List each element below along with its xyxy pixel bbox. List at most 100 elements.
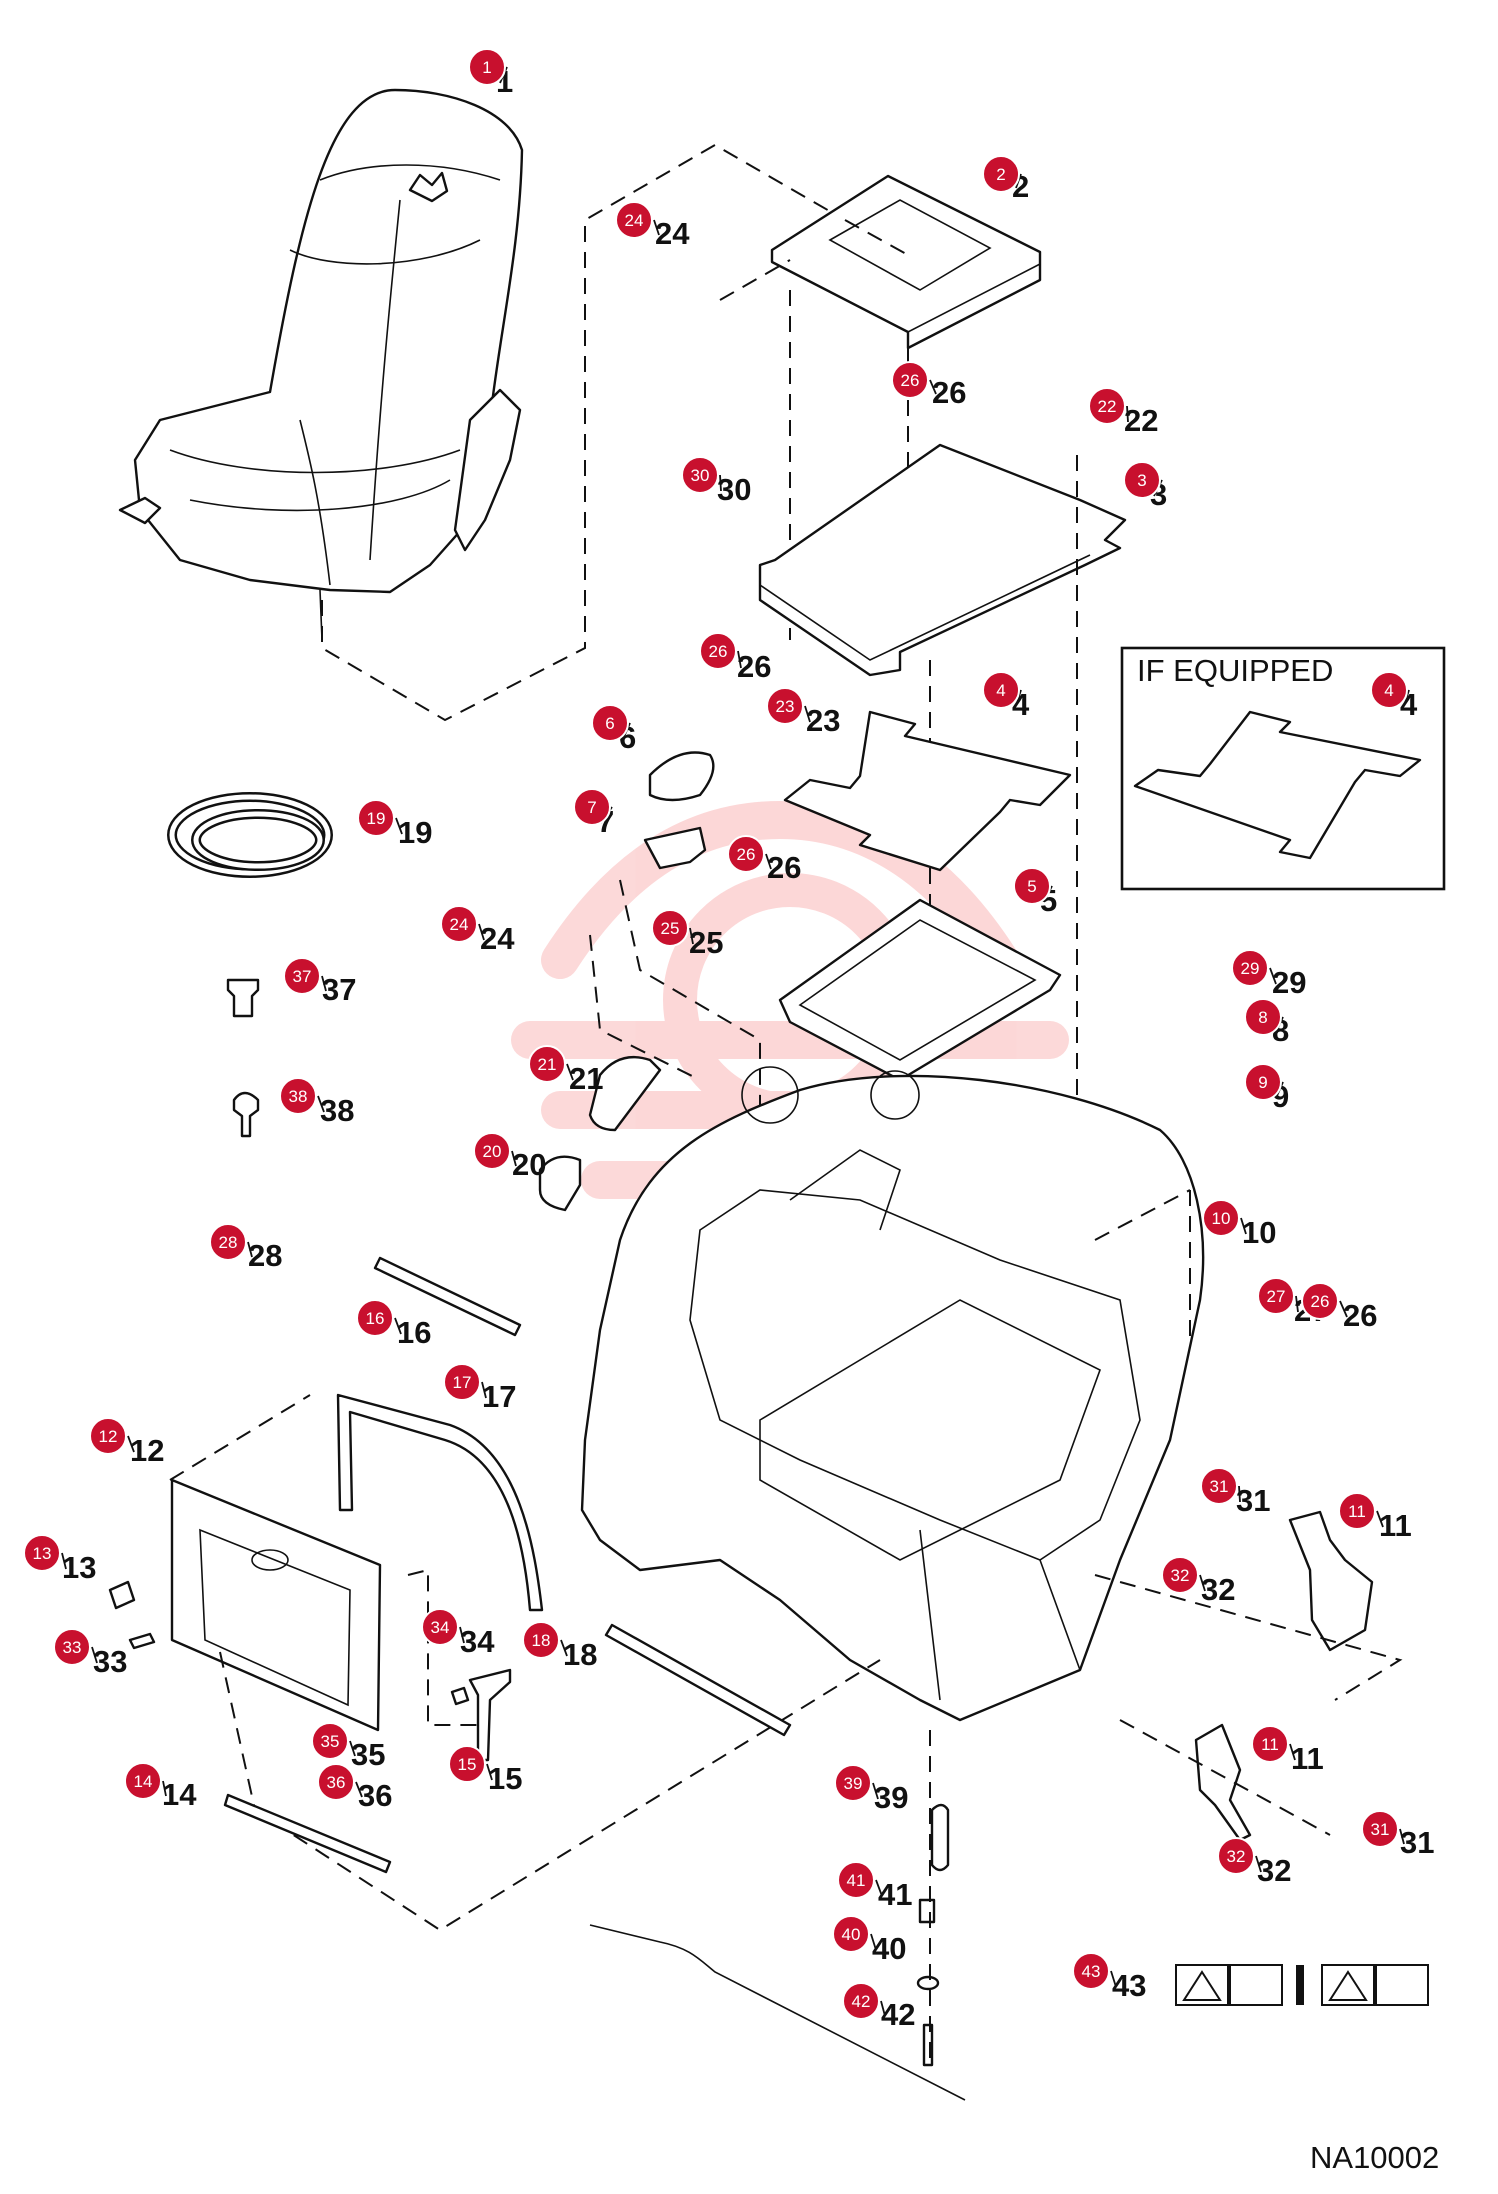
callout-leader bbox=[1339, 1300, 1348, 1318]
callout-number-label: 30 bbox=[717, 472, 751, 507]
callout-badge bbox=[982, 155, 1020, 193]
callout-leader bbox=[91, 1646, 98, 1664]
floor-panel bbox=[758, 443, 1127, 677]
callout-number-label: 28 bbox=[248, 1238, 282, 1273]
callout-leader bbox=[560, 1639, 568, 1657]
callout-27: 2727 bbox=[1257, 1277, 1328, 1328]
callout-badge-number: 17 bbox=[453, 1373, 472, 1392]
if-equipped-title: IF EQUIPPED bbox=[1137, 653, 1333, 688]
push-rivet-38 bbox=[232, 1091, 260, 1138]
callout-badge-number: 5 bbox=[1027, 877, 1036, 896]
callout-leader bbox=[689, 927, 694, 945]
callout-number-label: 26 bbox=[932, 375, 966, 410]
callout-leader bbox=[765, 853, 772, 870]
callout-leader bbox=[1269, 967, 1277, 985]
callout-badge bbox=[528, 1045, 566, 1083]
callout-badge-number: 13 bbox=[33, 1544, 52, 1563]
callout-badge-number: 30 bbox=[691, 466, 710, 485]
top-cover-plate bbox=[770, 174, 1042, 350]
spring-34 bbox=[450, 1686, 470, 1706]
callout-1: 11 bbox=[468, 48, 513, 99]
callout-leader bbox=[875, 1879, 883, 1897]
knob bbox=[648, 751, 715, 802]
seat-mount-outline bbox=[321, 143, 846, 722]
callout-badge bbox=[1013, 867, 1051, 905]
callout-badge bbox=[1244, 1063, 1282, 1101]
callout-9: 99 bbox=[1244, 1063, 1289, 1114]
latch-13 bbox=[108, 1580, 136, 1610]
callout-number-label: 32 bbox=[1257, 1853, 1291, 1888]
callout-badge bbox=[1161, 1556, 1199, 1594]
callout-badge-number: 28 bbox=[219, 1233, 238, 1252]
seat bbox=[118, 88, 524, 641]
callout-leader bbox=[1255, 1855, 1262, 1873]
callout-badge bbox=[1301, 1282, 1339, 1320]
callout-leader bbox=[1399, 1828, 1405, 1845]
callout-leader bbox=[870, 1933, 877, 1951]
callout-badge bbox=[727, 835, 765, 873]
seatbelt-latch bbox=[1194, 1723, 1252, 1842]
callout-badge-number: 1 bbox=[482, 58, 491, 77]
callout-badge-number: 10 bbox=[1212, 1209, 1231, 1228]
callout-number-label: 41 bbox=[878, 1877, 912, 1912]
callout-badge bbox=[89, 1417, 127, 1455]
drawing-number: NA10002 bbox=[1310, 2140, 1439, 2175]
callout-badge-number: 26 bbox=[737, 845, 756, 864]
callout-leader bbox=[162, 1780, 167, 1797]
callout-3: 33 bbox=[1123, 461, 1167, 512]
callout-leader bbox=[1238, 1485, 1241, 1503]
callout-badge bbox=[1072, 1952, 1110, 1990]
callout-badge bbox=[473, 1132, 511, 1170]
door-outline bbox=[169, 1394, 881, 1932]
callout-badge-number: 23 bbox=[776, 697, 795, 716]
callout-badge bbox=[573, 788, 611, 826]
support-rod bbox=[373, 1256, 522, 1337]
callout-4: 44 bbox=[982, 671, 1030, 722]
callout-number-label: 39 bbox=[874, 1780, 908, 1815]
callout-leader bbox=[872, 1782, 879, 1800]
callout-badge bbox=[356, 1299, 394, 1337]
callout-number-label: 43 bbox=[1112, 1968, 1146, 2003]
callout-badge-number: 27 bbox=[1267, 1287, 1286, 1306]
callout-7: 77 bbox=[573, 788, 614, 839]
callout-badge-number: 18 bbox=[532, 1631, 551, 1650]
callout-badge-number: 29 bbox=[1241, 959, 1260, 978]
callout-41: 41 41 bbox=[837, 1861, 912, 1912]
callout-badge bbox=[651, 909, 689, 947]
callout-badge bbox=[443, 1363, 481, 1401]
callout-number-label: 33 bbox=[93, 1644, 127, 1679]
knob-bracket bbox=[643, 826, 707, 870]
callout-badge bbox=[1338, 1492, 1376, 1530]
callout-badge-number: 16 bbox=[366, 1309, 385, 1328]
callout-badge-number: 32 bbox=[1227, 1847, 1246, 1866]
grommet-21 bbox=[588, 1055, 662, 1132]
callout-badge bbox=[357, 799, 395, 837]
callout-badge-number: 31 bbox=[1210, 1477, 1229, 1496]
floor-strip bbox=[604, 1623, 792, 1737]
callout-badge-number: 11 bbox=[1348, 1502, 1366, 1521]
callout-leader bbox=[566, 1063, 574, 1081]
callout-number-label: 23 bbox=[806, 703, 840, 738]
callout-number-label: 11 bbox=[1291, 1741, 1324, 1776]
callout-badge bbox=[591, 704, 629, 742]
callout-badge bbox=[615, 201, 653, 239]
callout-badge-number: 26 bbox=[709, 642, 728, 661]
callout-badge bbox=[522, 1621, 560, 1659]
callout-badge-number: 24 bbox=[450, 915, 469, 934]
callout-badge bbox=[209, 1223, 247, 1261]
callout-6: 66 bbox=[591, 704, 636, 755]
callout-badge-number: 41 bbox=[847, 1871, 866, 1890]
plate-2-hidden-lines bbox=[719, 219, 909, 640]
